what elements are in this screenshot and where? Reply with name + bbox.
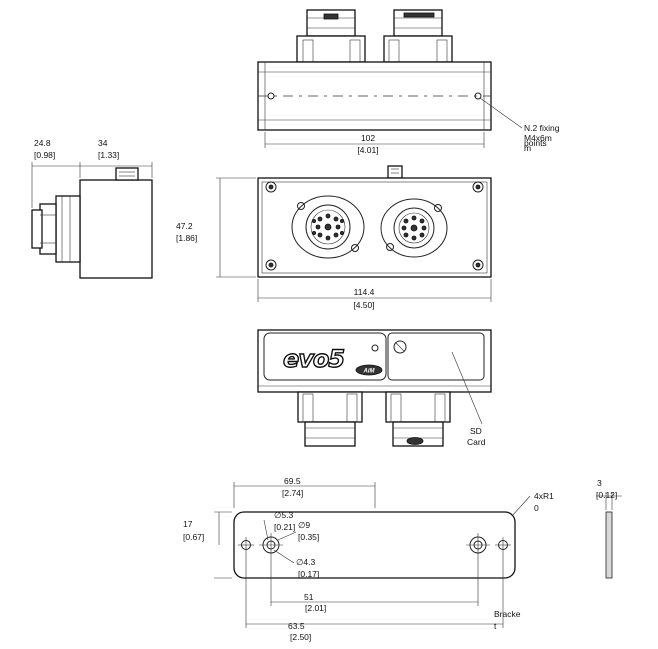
side-depth-in: [0.98] [34,150,55,160]
bracket-span-in: [2.74] [282,488,303,498]
front-view: 47.2 [1.86] 114.4 [4.50] [176,165,492,310]
bracket-thickness-view: 3 [0.12] [596,478,622,579]
bracket-height-mm: 17 [183,519,193,529]
bracket-label-line1: Bracke [494,609,521,619]
thickness-mm: 3 [597,478,602,488]
screw-icon [265,181,484,271]
fixing-note-line2: points [524,138,547,148]
bracket-edge [605,511,613,579]
top-connector-left [296,9,366,63]
hole-small-in: [0.21] [274,522,295,532]
fixing-note-line4: m [524,143,531,153]
hole-distance-mm: 51 [304,592,314,602]
side-width-in: [1.33] [98,150,119,160]
corner-radius-line1: 4xR1 [534,491,554,501]
front-width-in: [4.50] [353,300,374,310]
front-height-mm: 47.2 [176,221,193,231]
sd-label-line2: Card [467,437,486,447]
side-width-mm: 34 [98,138,108,148]
top-width-in: [4.01] [357,145,378,155]
aim-badge-icon [355,364,383,376]
front-housing [257,177,492,278]
bracket-view: 69.5 [2.74] 17 [0.67] ∅5.3 [0.21] ∅9 [0.… [183,476,554,642]
hole-large-in: [0.35] [298,532,319,542]
evo5-logo: evo5 [283,345,344,373]
front-height-in: [1.86] [176,233,197,243]
corner-radius-line2: 0 [534,503,539,513]
side-housing [79,179,153,279]
sd-screw-icon [393,340,407,354]
front-connector-left-icon [291,195,365,259]
hole-center-mm: ∅4.3 [296,557,315,567]
bracket-span-mm: 69.5 [284,476,301,486]
front-connector-right-icon [380,198,448,258]
bottom-view: evo5 AiM SD Card [257,329,492,447]
front-width-mm: 114.4 [354,287,375,297]
top-view: 102 [4.01] N.2 fixing points M4x6m m [257,9,560,155]
bracket-plate [233,511,516,579]
fixing-note-line3: M4x6m [524,133,552,143]
fixing-note-line1: N.2 fixing [524,123,560,133]
thickness-in: [0.12] [596,490,617,500]
bracket-length-mm: 63.5 [288,621,305,631]
bottom-housing [257,329,492,393]
bracket-length-in: [2.50] [290,632,311,642]
top-connector-right [383,9,453,63]
sd-label-line1: SD [470,426,482,436]
hole-center-in: [0.17] [298,569,319,579]
hole-small-mm: ∅5.3 [274,510,293,520]
bottom-connector-left [297,391,363,447]
bottom-connector-right [385,391,451,447]
bracket-height-in: [0.67] [183,532,204,542]
top-width-mm: 102 [361,133,375,143]
side-view: 24.8 [0.98] 34 [1.33] [31,138,153,279]
aim-badge: AiM [363,369,376,375]
bracket-label-line2: t [494,621,497,631]
hole-large-mm: ∅9 [298,520,310,530]
side-depth-mm: 24.8 [34,138,51,148]
hole-distance-in: [2.01] [305,603,326,613]
